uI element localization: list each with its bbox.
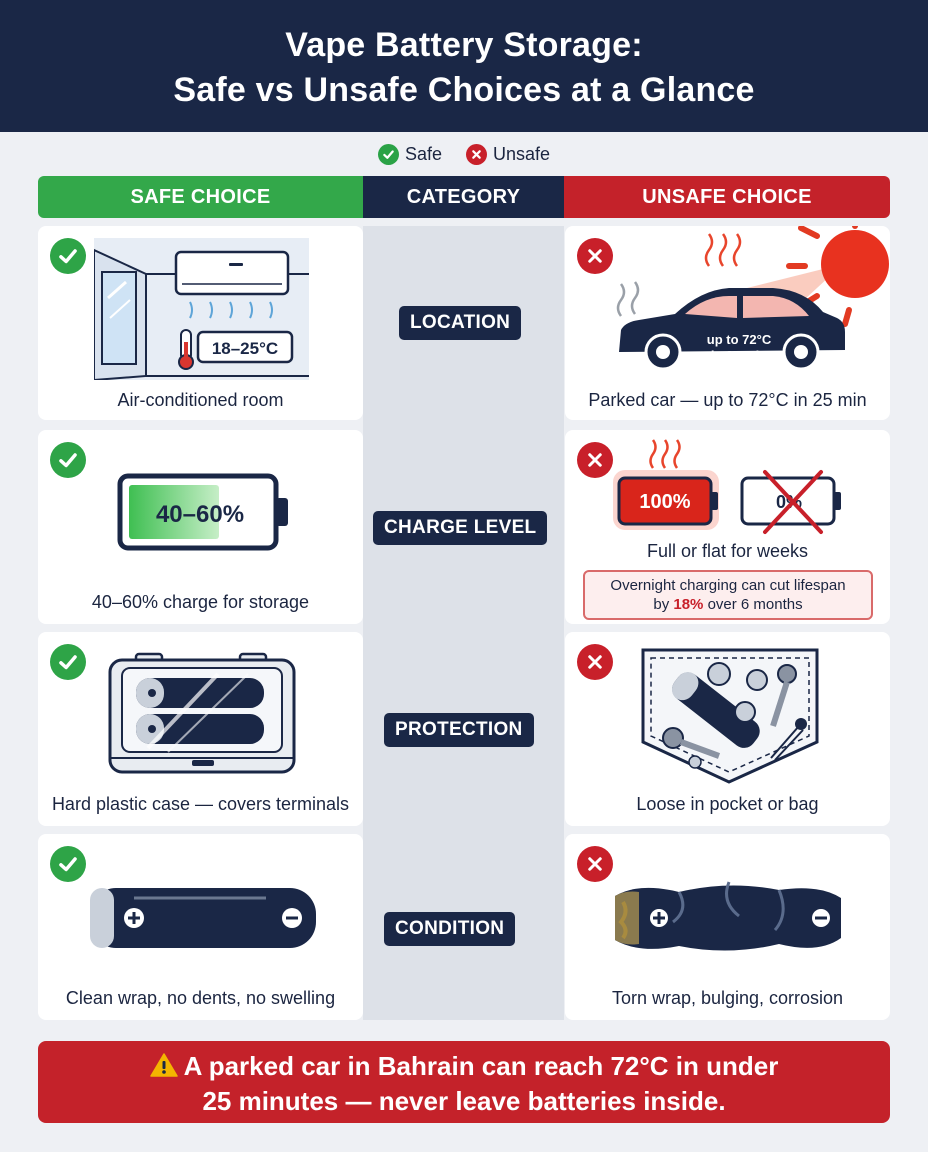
check-icon: [50, 442, 86, 478]
temperature-range-label: 18–25°C: [212, 339, 278, 358]
car-temp-label: up to 72°C: [707, 332, 772, 347]
air-conditioner-icon: 18–25°C: [94, 238, 309, 380]
cross-icon: [465, 143, 487, 165]
cross-icon: [577, 238, 613, 274]
category-charge-level: CHARGE LEVEL: [373, 511, 548, 545]
caption-unsafe-location: Parked car — up to 72°C in 25 min: [588, 390, 867, 410]
unsafe-card-location: up to 72°C in 25 min Parked car — up to …: [565, 226, 890, 420]
warning-icon: [149, 1052, 178, 1085]
check-icon: [50, 238, 86, 274]
warning-line-1: A parked car in Bahrain can reach 72°C i…: [38, 1050, 890, 1085]
caption-unsafe-charge: Full or flat for weeks: [646, 541, 809, 561]
page-title-line-2: Safe vs Unsafe Choices at a Glance: [173, 71, 755, 109]
caption-safe-charge: 40–60% charge for storage: [91, 592, 310, 612]
warning-banner: A parked car in Bahrain can reach 72°C i…: [38, 1041, 890, 1123]
caption-safe-location: Air-conditioned room: [117, 390, 284, 410]
warning-text-line-1: A parked car in Bahrain can reach 72°C i…: [183, 1051, 779, 1081]
legend: Safe Unsafe: [0, 140, 928, 168]
check-icon: [50, 644, 86, 680]
cross-icon: [577, 644, 613, 680]
category-location: LOCATION: [399, 306, 522, 340]
caption-unsafe-condition: Torn wrap, bulging, corrosion: [611, 988, 844, 1008]
category-protection: PROTECTION: [384, 713, 534, 747]
legend-unsafe-label: Unsafe: [492, 143, 551, 164]
page-header: Vape Battery Storage: Safe vs Unsafe Cho…: [0, 0, 928, 132]
safe-card-charge: 40–60% 40–60% charge for storage: [38, 430, 363, 624]
battery-case-icon: [108, 652, 296, 774]
safe-card-location: 18–25°C Air-conditioned room: [38, 226, 363, 420]
lifespan-note: Overnight charging can cut lifespan by 1…: [583, 570, 873, 620]
lifespan-note-end: over 6 months: [707, 596, 803, 613]
battery-charge-label: 40–60%: [156, 501, 244, 528]
column-header-safe: SAFE CHOICE: [38, 176, 363, 218]
category-condition: CONDITION: [384, 912, 516, 946]
full-charge-label: 100%: [639, 491, 690, 513]
column-header-category: CATEGORY: [363, 176, 564, 218]
safe-card-protection: Hard plastic case — covers terminals: [38, 632, 363, 826]
unsafe-card-protection: Loose in pocket or bag: [565, 632, 890, 826]
pocket-keys-coins-icon: [641, 648, 819, 784]
lifespan-note-highlight: 18%: [673, 596, 704, 613]
category-column: [363, 226, 564, 1020]
caption-safe-protection: Hard plastic case — covers terminals: [51, 794, 350, 814]
caption-unsafe-protection: Loose in pocket or bag: [636, 794, 819, 814]
cross-icon: [577, 442, 613, 478]
battery-extremes-icon: 100% 0%: [613, 439, 841, 534]
caption-safe-condition: Clean wrap, no dents, no swelling: [65, 988, 336, 1008]
car-time-label: in 25 min: [711, 348, 767, 363]
legend-safe-label: Safe: [404, 143, 442, 164]
legend-unsafe: Unsafe: [465, 143, 551, 165]
lifespan-note-by: by: [653, 596, 670, 613]
lifespan-note-line-2: by 18% over 6 months: [585, 595, 871, 614]
warning-text-line-2: 25 minutes — never leave batteries insid…: [202, 1086, 726, 1116]
page-title-line-1: Vape Battery Storage:: [285, 26, 643, 64]
cross-icon: [577, 846, 613, 882]
check-icon: [50, 846, 86, 882]
hot-car-sun-icon: up to 72°C in 25 min: [616, 226, 889, 371]
damaged-battery-icon: [615, 881, 841, 951]
clean-battery-icon: [90, 888, 316, 948]
check-icon: [377, 143, 399, 165]
legend-safe: Safe: [377, 143, 442, 165]
column-header-unsafe: UNSAFE CHOICE: [564, 176, 890, 218]
battery-half-icon: 40–60%: [117, 473, 288, 551]
lifespan-note-line-1: Overnight charging can cut lifespan: [610, 577, 846, 594]
unsafe-card-condition: Torn wrap, bulging, corrosion: [565, 834, 890, 1020]
safe-card-condition: Clean wrap, no dents, no swelling: [38, 834, 363, 1020]
